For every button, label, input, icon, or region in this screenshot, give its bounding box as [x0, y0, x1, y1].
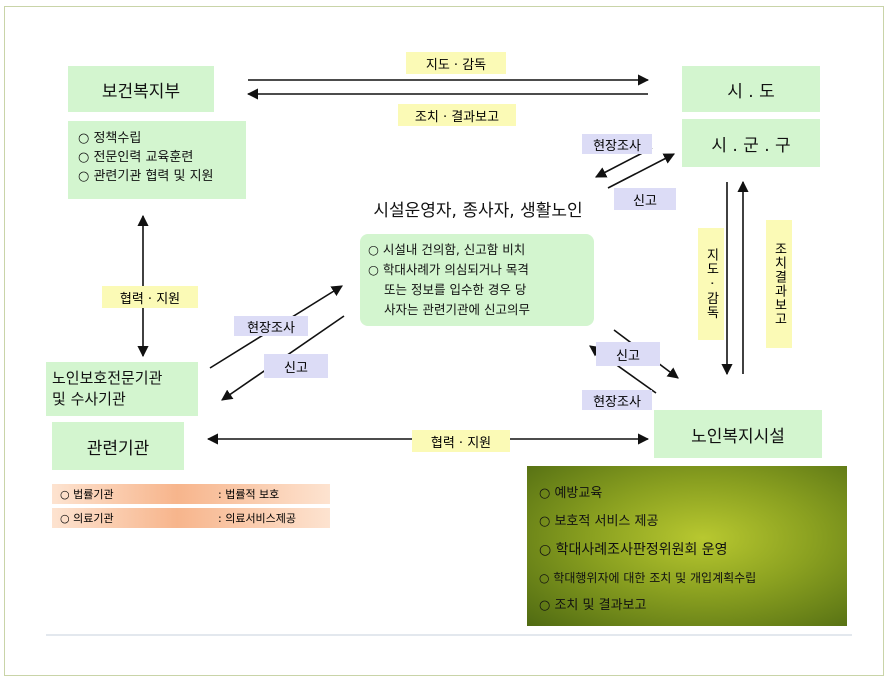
label-guidance-supervision-v: 지도 · 감독 — [698, 228, 724, 340]
related-row-role: : 법률적 보호 — [218, 488, 280, 501]
label-report-1: 신고 — [614, 188, 676, 210]
label-cooperation-support-v: 협력 · 지원 — [102, 286, 198, 308]
ministry-item: ○ 전문인력 교육훈련 — [78, 150, 194, 165]
label-site-survey-1: 현장조사 — [582, 134, 652, 154]
label-measures-report: 조치 · 결과보고 — [398, 104, 516, 126]
related-row: ○ 법률기관 : 법률적 보호 — [52, 484, 330, 504]
duty-item: ○ 학대사례조사판정위원회 운영 — [539, 542, 728, 558]
arrow-facility-to-sigungu — [607, 153, 675, 189]
label-site-survey-3: 현장조사 — [582, 390, 652, 410]
label-cooperation-support-h: 협력 · 지원 — [412, 430, 510, 452]
ministry-box: 보건복지부 — [68, 66, 214, 112]
duty-item: ○ 예방교육 — [539, 486, 603, 501]
ministry-item: ○ 정책수립 — [78, 131, 142, 146]
related-row-org: ○ 법률기관 — [60, 488, 114, 501]
facility-item: ○ 학대사례가 의심되거나 목격 — [368, 262, 529, 277]
label-site-survey-2: 현장조사 — [234, 316, 308, 336]
facility-people-items: ○ 시설내 건의함, 신고함 비치 ○ 학대사례가 의심되거나 목격 또는 정보… — [360, 234, 594, 326]
facility-item: 또는 정보를 입수한 경우 당 — [384, 282, 527, 297]
duty-item: ○ 보호적 서비스 제공 — [539, 514, 659, 529]
duty-item: ○ 조치 및 결과보고 — [539, 598, 647, 613]
bottom-divider — [46, 634, 852, 636]
label-guidance-supervision: 지도 · 감독 — [406, 52, 506, 74]
facility-item: ○ 시설내 건의함, 신고함 비치 — [368, 242, 526, 257]
elder-protection-box: 노인보호전문기관 및 수사기관 — [46, 362, 198, 416]
related-row-role: : 의료서비스제공 — [218, 512, 297, 525]
ministry-items: ○ 정책수립 ○ 전문인력 교육훈련 ○ 관련기관 협력 및 지원 — [68, 121, 246, 199]
ministry-item: ○ 관련기관 협력 및 지원 — [78, 169, 214, 184]
duty-item: ○ 학대행위자에 대한 조치 및 개입계획수립 — [539, 571, 757, 585]
welfare-facility-box: 노인복지시설 — [654, 410, 822, 458]
related-row: ○ 의료기관 : 의료서비스제공 — [52, 508, 330, 528]
facility-duties-box: ○ 예방교육 ○ 보호적 서비스 제공 ○ 학대사례조사판정위원회 운영 ○ 학… — [527, 466, 847, 626]
label-measures-report-v: 조치결과보고 — [766, 220, 792, 348]
sigungu-box: 시 . 군 . 구 — [682, 119, 820, 167]
sido-box: 시 . 도 — [682, 66, 820, 112]
facility-item: 사자는 관련기관에 신고의무 — [384, 302, 530, 317]
facility-people-title: 시설운영자, 종사자, 생활노인 — [358, 188, 598, 228]
related-orgs-box: 관련기관 — [52, 422, 184, 470]
diagram-frame — [4, 6, 884, 676]
related-row-org: ○ 의료기관 — [60, 512, 114, 525]
label-report-2: 신고 — [264, 354, 328, 378]
label-report-3: 신고 — [596, 342, 660, 366]
